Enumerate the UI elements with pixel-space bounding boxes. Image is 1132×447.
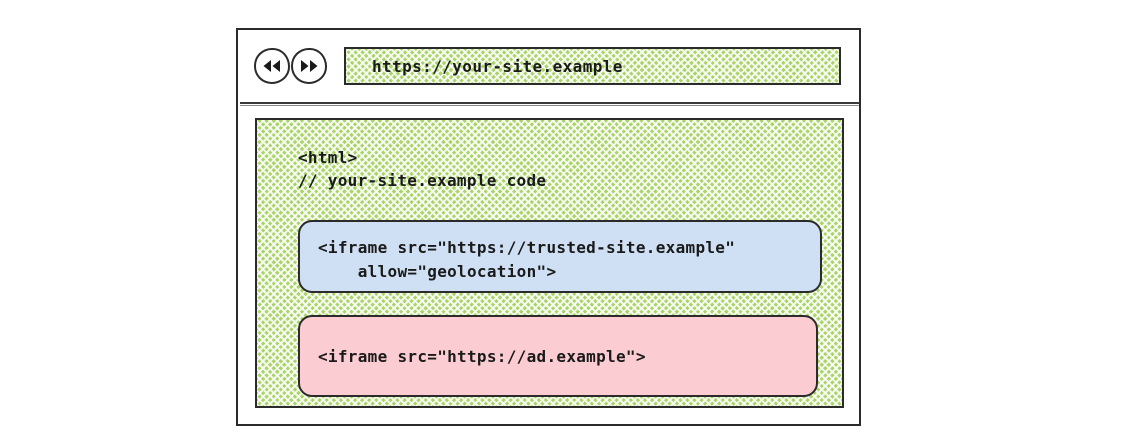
url-bar[interactable]: https://your-site.example [344, 47, 841, 85]
fast-forward-icon [299, 59, 319, 73]
iframe-ad[interactable]: <iframe src="https://ad.example"> [298, 315, 818, 398]
page-viewport: <html> // your-site.example code <iframe… [255, 118, 844, 408]
iframe-ad-src-line: <iframe src="https://ad.example"> [318, 347, 646, 367]
back-button[interactable] [254, 48, 290, 84]
code-line-html-tag: <html> [298, 148, 358, 167]
code-line-comment: // your-site.example code [298, 171, 547, 191]
iframe-trusted-src-line: <iframe src="https://trusted-site.exampl… [318, 238, 736, 258]
url-text: https://your-site.example [372, 56, 623, 76]
iframe-trusted-allow-line: allow="geolocation"> [318, 262, 557, 282]
browser-window: https://your-site.example <html> // your… [236, 28, 861, 426]
toolbar-divider [240, 102, 859, 106]
browser-toolbar: https://your-site.example [238, 30, 859, 102]
forward-button[interactable] [291, 48, 327, 84]
rewind-icon [262, 59, 282, 73]
iframe-trusted-site[interactable]: <iframe src="https://trusted-site.exampl… [298, 220, 822, 294]
